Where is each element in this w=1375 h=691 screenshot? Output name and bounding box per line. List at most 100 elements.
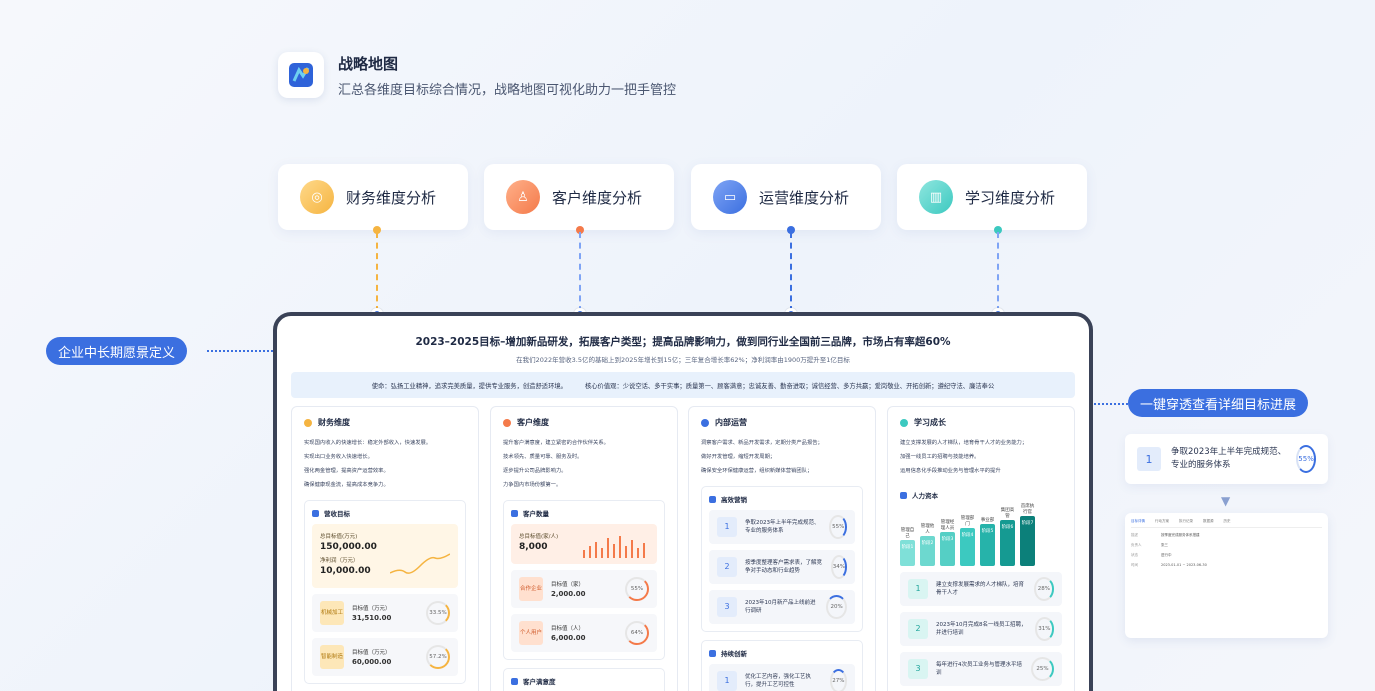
tab-record[interactable]: 执行记录 (1179, 519, 1193, 523)
customer-column: 客户维度 提升客户满意度，建立紧密的合作伙伴关系。 技术领先、质量可靠、服务及时… (490, 406, 678, 691)
human-capital-card[interactable]: 人力资本 管理自己阶段1 管理他人阶段2 管理经理人员阶段3 管理部门阶段4 事… (900, 486, 1062, 690)
sub-title: 客户数量 (523, 510, 549, 518)
operation-dot-icon (701, 418, 709, 427)
goal-text: 按季度整理客户需求表，了解竞争对手动态和行业趋势 (745, 560, 823, 574)
connector-line (376, 232, 378, 312)
detail-row: 状态进行中 (1131, 553, 1322, 558)
connector-line (579, 232, 581, 312)
learning-dot-icon (900, 418, 908, 427)
detail-row: 负责人张三 (1131, 543, 1322, 548)
progress-ring: 20% (826, 595, 847, 619)
finance-dimension-card[interactable]: ◎ 财务维度分析 (278, 164, 468, 230)
revenue-target-card[interactable]: 营收目标 总目标值(万元)150,000.00 净利润（万元）10,000.00… (304, 500, 466, 684)
finance-dot-icon (304, 418, 312, 427)
drill-goal-card[interactable]: 1 争取2023年上半年完成规范、专业的服务体系 55% (1125, 434, 1328, 484)
dimension-label: 学习维度分析 (965, 188, 1056, 207)
progress-ring: 28% (1033, 577, 1054, 601)
bullet: 实现国内收入的快速增长：稳定外部收入，快速发展。 (304, 440, 432, 446)
learning-column: 学习成长 建立支撑发展的人才梯队，培育骨干人才的业务能力； 加强一线员工的招聘与… (887, 406, 1075, 691)
column-title: 财务维度 (318, 418, 350, 427)
progress-ring: 33.5% (426, 601, 450, 625)
bullet: 逐步提升公司品牌影响力。 (503, 468, 567, 474)
tab-history[interactable]: 历史 (1223, 519, 1231, 523)
bullet-icon (709, 649, 716, 657)
learning-dimension-card[interactable]: ▥ 学习维度分析 (897, 164, 1087, 230)
tab-detail[interactable]: 目标详情 (1131, 519, 1145, 523)
hero-value: 150,000.00 (320, 542, 377, 552)
sub-title: 持续创新 (721, 650, 747, 658)
tab-data[interactable]: 数据源 (1203, 519, 1214, 523)
metric-value: 60,000.00 (352, 658, 392, 666)
metric-label: 目标值（万元） (352, 650, 391, 656)
vision-subtitle: 在我们2022年营收3.5亿的基础上到2025年增长到15亿；三年复合增长率62… (516, 356, 850, 364)
target-icon: ◎ (300, 180, 334, 214)
progress-ring: 57.2% (426, 645, 450, 669)
progress-ring: 55% (1296, 445, 1316, 473)
progress-ring: 31% (1034, 617, 1054, 641)
monitor-icon: ▭ (713, 180, 747, 214)
detail-value: 张三 (1161, 543, 1168, 547)
app-header: 战略地图 汇总各维度目标综合情况，战略地图可视化助力一把手管控 (278, 52, 676, 98)
metric-tag: 个人用户 (519, 621, 543, 645)
drill-callout: 一键穿透查看详细目标进展 (1128, 389, 1309, 417)
operation-dimension-card[interactable]: ▭ 运营维度分析 (691, 164, 881, 230)
hero-value: 8,000 (519, 542, 548, 552)
bullet: 技术领先、质量可靠、服务及时。 (503, 454, 583, 460)
goal-text: 争取2023年上半年完成规范、专业的服务体系 (745, 520, 820, 534)
ladder-bar: 阶段6 (1000, 520, 1015, 566)
ladder-bar: 阶段3 (940, 532, 955, 566)
values-text: 核心价值观：少说空话、多干实事；质量第一、顾客满意；忠诚友善、勤奋进取；诚信经营… (584, 382, 995, 390)
column-title: 内部运营 (715, 418, 747, 427)
connector-dot (994, 226, 1002, 234)
tab-action[interactable]: 行动方案 (1155, 519, 1169, 523)
ladder-bar: 阶段4 (960, 528, 975, 566)
sub-title: 人力资本 (912, 492, 938, 500)
metric-value: 6,000.00 (551, 634, 586, 642)
sub-title: 营收目标 (324, 510, 350, 518)
goal-number: 2 (908, 619, 928, 639)
operation-column: 内部运营 洞察客户需求、新品开发需求，定期分类产品报告； 做好开发管理，缩短开发… (688, 406, 876, 691)
goal-text: 每年进行4次员工业务与管理水平培训 (936, 662, 1023, 676)
detail-row: 描述按季度完成服务体系搭建 (1131, 533, 1322, 538)
metric-value: 2,000.00 (551, 590, 586, 598)
goal-text: 优化工艺内容，强化工艺执行，提升工艺可控性 (745, 674, 812, 688)
hero-label: 总目标值(万元) (320, 534, 358, 540)
metric-value: 31,510.00 (352, 614, 392, 622)
metric-label: 目标值（家） (551, 582, 585, 588)
book-icon: ▥ (919, 180, 953, 214)
dimension-label: 运营维度分析 (759, 188, 850, 207)
customer-dimension-card[interactable]: ♙ 客户维度分析 (484, 164, 674, 230)
progress-ring: 55% (829, 515, 847, 539)
ladder-bar: 阶段2 (920, 536, 935, 566)
detail-tabs: 目标详情 行动方案 执行记录 数据源 历史 (1131, 519, 1322, 528)
detail-value: 2023-01-01 ~ 2023-06-30 (1161, 563, 1207, 567)
metric-tag: 合作企业 (519, 577, 543, 601)
bar-label: 管理经理人员 (940, 520, 955, 531)
bar-label: 管理部门 (960, 516, 975, 527)
hero-label: 净利润（万元） (320, 558, 359, 564)
bullet: 运用信息化手段推动业务与管理水平的提升 (900, 468, 1001, 474)
bullet: 确保健康现金流，提高成本竞争力。 (304, 482, 389, 488)
goal-number: 1 (1137, 447, 1161, 471)
app-logo-icon (278, 52, 324, 98)
bullet-icon (511, 509, 518, 517)
goal-detail-panel: 目标详情 行动方案 执行记录 数据源 历史 描述按季度完成服务体系搭建 负责人张… (1125, 513, 1328, 638)
progress-ring: 27% (829, 669, 847, 691)
customer-satisfaction-card[interactable]: 客户满意度 (503, 668, 665, 691)
page-title: 战略地图 (338, 54, 399, 73)
